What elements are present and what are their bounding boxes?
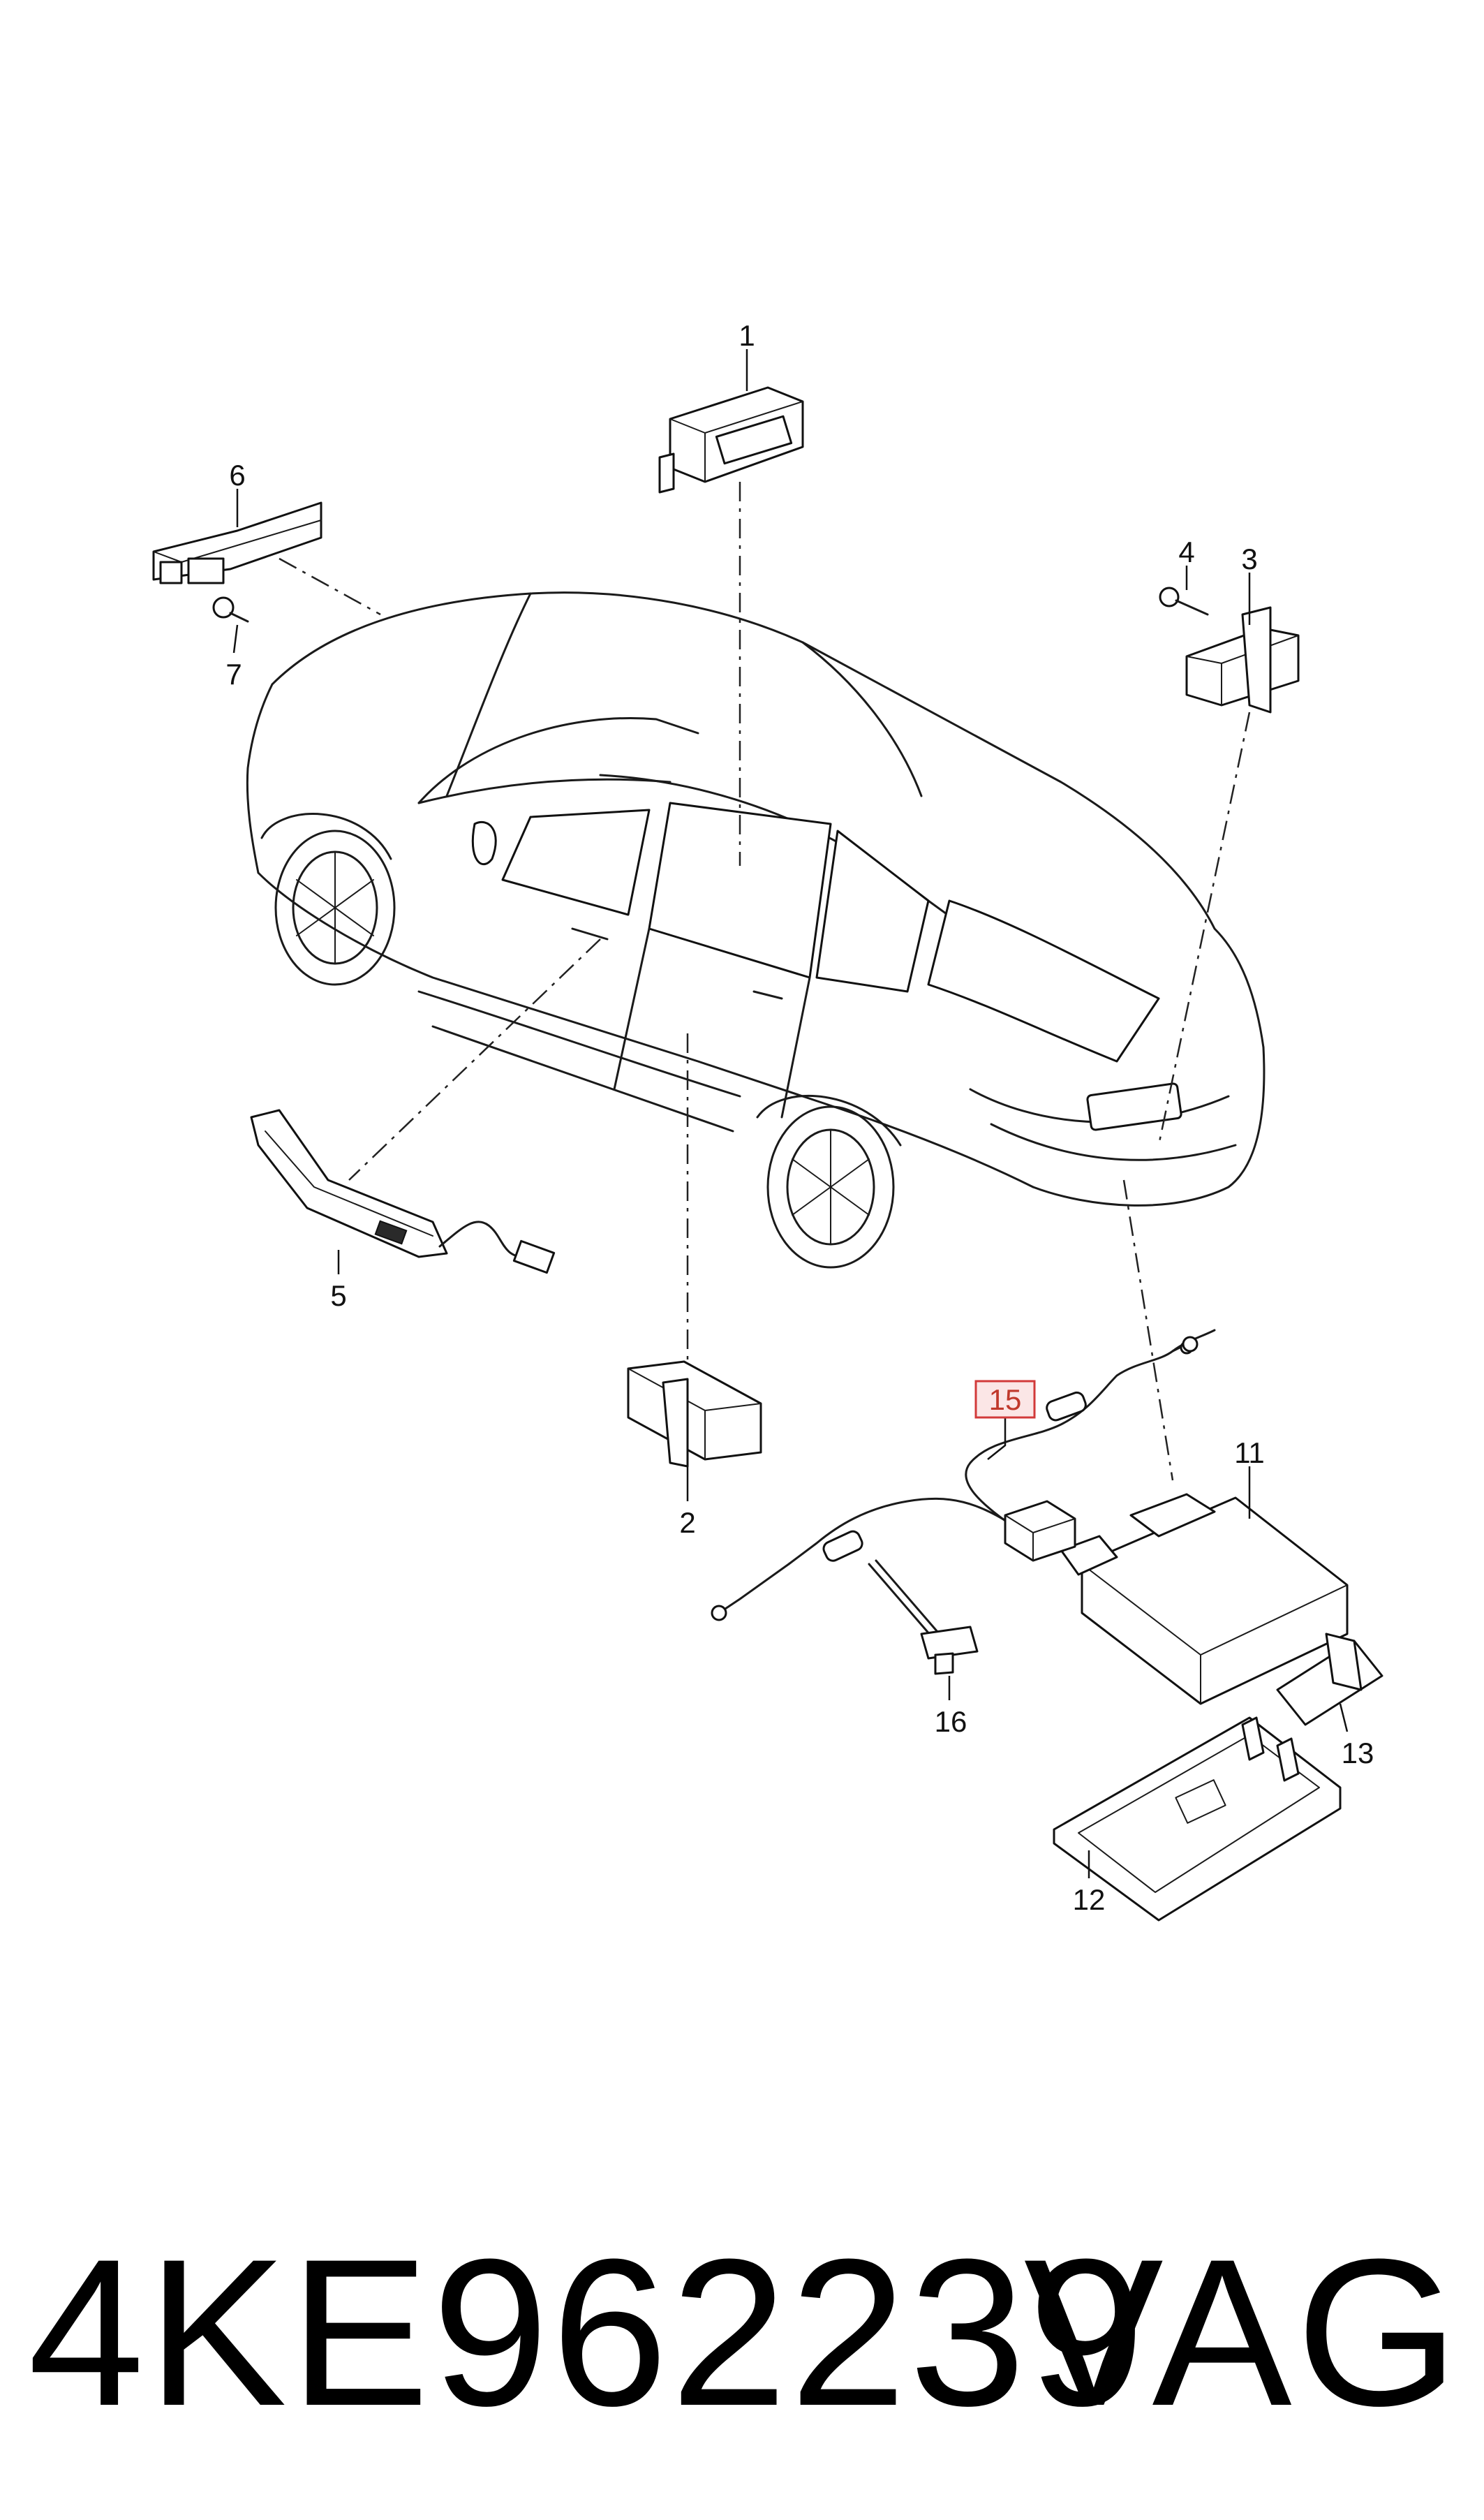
- callout-13: 13: [1342, 1737, 1374, 1769]
- callout-5: 5: [330, 1279, 346, 1312]
- part-number: 4KE962239: [28, 2215, 1148, 2449]
- part-11-control-unit: [1060, 1493, 1349, 1705]
- part-3-module: [1185, 606, 1300, 714]
- callout-labels: 1 2 3 4 5 6 7 11 12 13 15 16: [225, 319, 1374, 1916]
- assembly-lines: [279, 482, 1251, 1481]
- part-16-cable-tie: [868, 1559, 979, 1675]
- part-5-sensor-strip: [250, 1109, 556, 1274]
- brand-name: VAG: [1023, 2215, 1463, 2449]
- part-4-screw: [1159, 587, 1209, 616]
- callout-15-highlight-box: [974, 1380, 1036, 1419]
- part-2-bracket: [627, 1360, 762, 1468]
- callout-11: 11: [1234, 1436, 1265, 1469]
- part-7-screw: [212, 596, 249, 623]
- callout-1: 1: [739, 319, 755, 352]
- footer-caption: 4KE962239 VAG: [0, 2200, 1484, 2465]
- callout-12: 12: [1073, 1883, 1106, 1916]
- part-12-tray: [1053, 1716, 1342, 1922]
- callout-16: 16: [935, 1705, 967, 1738]
- callout-7: 7: [225, 658, 242, 691]
- callout-2: 2: [679, 1506, 695, 1539]
- vehicle-outline: [246, 591, 1266, 1269]
- part-1-module: [658, 386, 804, 494]
- callout-leaders: [232, 349, 1349, 1878]
- part-13-bracket: [1276, 1633, 1383, 1726]
- part-6-module: [152, 501, 322, 584]
- part-15-wiring-harness: [711, 1329, 1216, 1621]
- callout-15: 15: [989, 1383, 1022, 1416]
- callout-4: 4: [1178, 536, 1194, 568]
- callout-6: 6: [229, 459, 245, 492]
- callout-3: 3: [1241, 543, 1257, 575]
